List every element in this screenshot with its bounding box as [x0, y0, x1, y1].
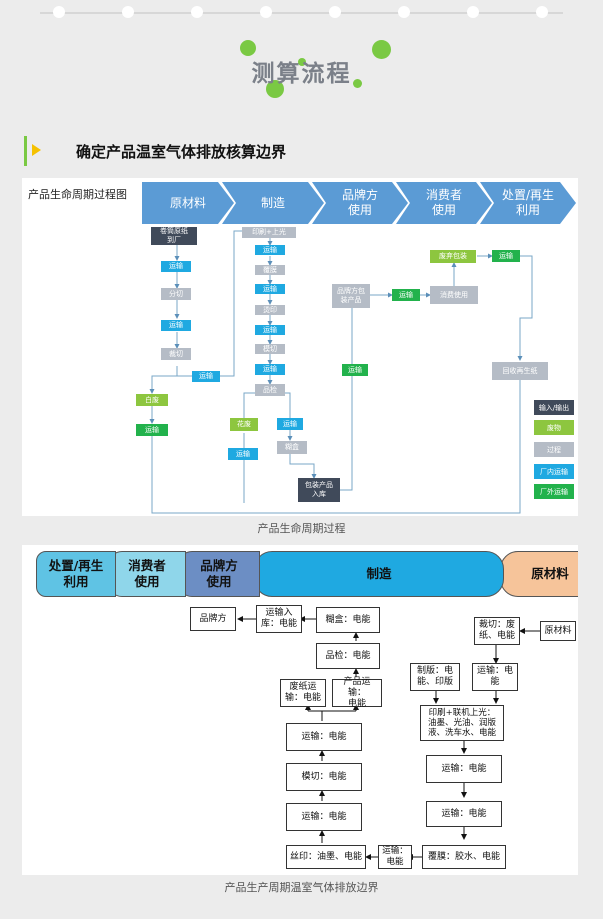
top-decoration [0, 0, 603, 26]
node-print-coat: 印刷+上光 [242, 227, 296, 238]
title-decoration [0, 40, 603, 100]
lifecycle-diagram: 产品生命周期过程图 原材料 制造 品牌方 使用 消费者 使用 处置/再生 利用 … [22, 178, 578, 516]
lifecycle-connectors [149, 230, 533, 514]
node-brand: 品牌方 [190, 607, 236, 631]
node-transport: 运输：电 能 [472, 663, 518, 691]
node-transport: 运输 [161, 320, 191, 331]
node-transport: 运输 [161, 261, 191, 272]
node-recycled-paper: 回收再生纸 [492, 362, 548, 380]
stage-disposal: 处置/再生 利用 [36, 551, 116, 597]
node-transport: 运输 [277, 418, 303, 430]
caption-lifecycle: 产品生命周期过程 [257, 522, 346, 535]
node-transport: 运输 [192, 371, 220, 382]
page-title: 测算流程 [251, 61, 352, 87]
node-silk-print: 丝印：油墨、电能 [286, 845, 366, 869]
node-scrap-packaging: 废弃包装 [430, 250, 476, 263]
node-cutting: 裁切：废 纸、电能 [474, 617, 520, 645]
legend-waste: 废物 [534, 420, 574, 435]
node-quality-check: 品检：电能 [316, 643, 380, 669]
node-transport: 运输 [136, 424, 168, 436]
stage-disposal: 处置/再生 利用 [480, 182, 576, 224]
node-packaged-storage: 包装产品 入库 [298, 478, 340, 502]
node-transport: 运输 [255, 284, 285, 294]
stage-consumer-use: 消费者 使用 [396, 182, 492, 224]
legend-io: 输入/输出 [534, 400, 574, 415]
node-transport: 运输：电能 [286, 723, 362, 751]
legend-transport-in: 厂内运输 [534, 464, 574, 479]
emission-boundary-diagram: 原材料 制造 品牌方 使用 消费者 使用 处置/再生 利用 [22, 545, 578, 875]
node-roll-paper: 卷筒原纸 到厂 [151, 227, 197, 245]
node-print-coat: 印刷+联机上光： 油墨、光油、润版 液、洗车水、电能 [420, 705, 504, 741]
stage-brand-use: 品牌方 使用 [312, 182, 408, 224]
node-box-paste: 糊盒 [277, 441, 307, 454]
node-transport: 运输： 电能 [378, 845, 412, 869]
caption-emission-boundary: 产品生产周期温室气体排放边界 [224, 881, 379, 894]
node-transport: 运输 [492, 250, 520, 262]
node-cut: 裁切 [161, 348, 191, 360]
stage-raw-material: 原材料 [142, 182, 234, 224]
boundary-connectors [237, 616, 540, 860]
legend-transport-out: 厂外运输 [534, 484, 574, 499]
node-bronzing: 烫印 [255, 305, 285, 315]
stage-raw-material: 原材料 [500, 551, 578, 597]
node-die-cut: 模切：电能 [286, 763, 362, 791]
stage-manufacturing: 制造 [254, 551, 504, 597]
section-heading: 确定产品温室气体排放核算边界 [24, 136, 584, 166]
node-consumer-use: 消费使用 [430, 286, 478, 304]
legend-process: 过程 [534, 442, 574, 457]
node-quality-check: 品检 [255, 384, 285, 396]
node-transport: 运输：电能 [286, 803, 362, 831]
node-split: 分切 [161, 288, 191, 300]
diagram-label: 产品生命周期过程图 [28, 188, 127, 201]
node-transport: 运输 [342, 364, 368, 376]
node-laminate: 覆膜：胶水、电能 [422, 845, 506, 869]
node-die-cut: 模切 [255, 344, 285, 354]
node-flower-waste: 花废 [230, 418, 258, 431]
stage-brand-use: 品牌方 使用 [178, 551, 260, 597]
node-storage-transport: 运输入 库：电能 [256, 605, 302, 633]
node-plate-making: 制版：电 能、印版 [410, 663, 460, 691]
play-arrow-icon [32, 144, 41, 156]
node-transport: 运输：电能 [426, 755, 502, 783]
node-transport: 运输 [255, 245, 285, 255]
node-white-waste: 白废 [136, 394, 168, 406]
section-title: 确定产品温室气体排放核算边界 [76, 143, 287, 161]
node-waste-transport: 废纸运 输：电能 [280, 679, 326, 707]
node-product-transport: 产品运输： 电能 [332, 677, 382, 709]
node-transport: 运输 [255, 364, 285, 375]
node-brand-packaging: 品牌方包 装产品 [332, 284, 370, 308]
node-box-paste: 糊盒：电能 [316, 607, 380, 633]
node-transport: 运输：电能 [426, 801, 502, 827]
node-transport: 运输 [228, 448, 258, 460]
node-transport: 运输 [392, 289, 420, 301]
section-bar [24, 136, 27, 166]
stage-manufacturing: 制造 [222, 182, 324, 224]
stage-consumer-use: 消费者 使用 [108, 551, 186, 597]
node-laminate: 覆膜 [255, 265, 285, 275]
node-raw-material: 原材料 [540, 621, 576, 641]
node-transport: 运输 [255, 325, 285, 335]
